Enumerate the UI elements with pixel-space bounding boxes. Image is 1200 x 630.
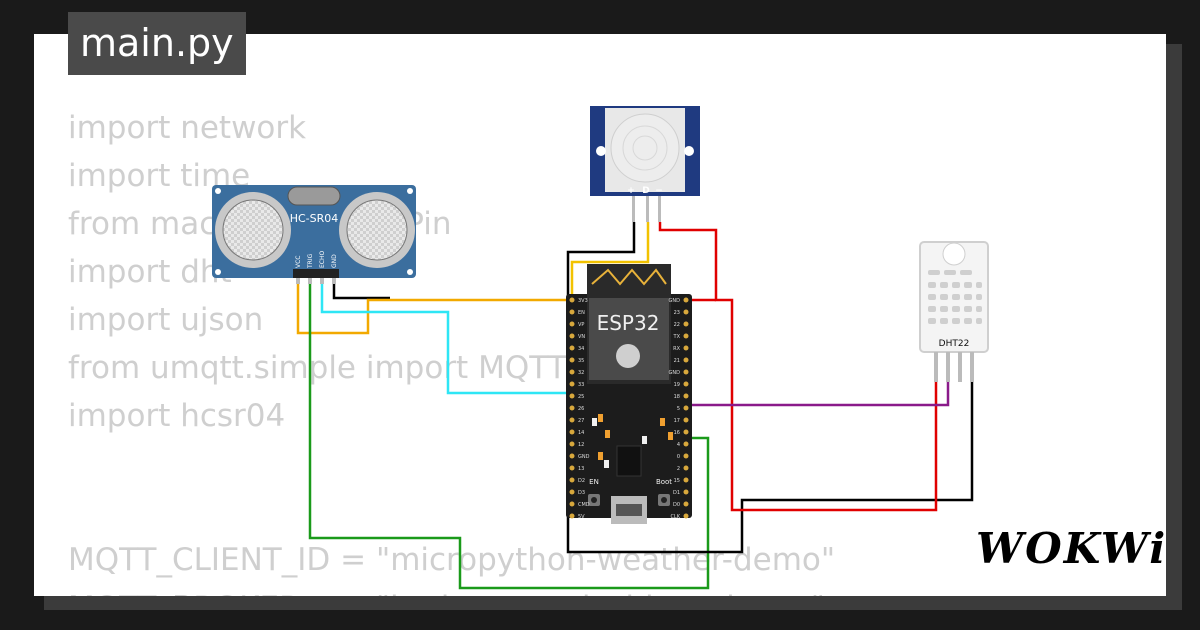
esp32-pin-label: 12 (578, 442, 584, 448)
code-line: import ujson (68, 302, 264, 338)
esp32-pin-label: 17 (674, 418, 680, 424)
pin-label: TRIG (307, 253, 314, 269)
wokwi-logo: WOKWi (976, 524, 1168, 573)
esp32-pin-label: EN (578, 310, 585, 316)
esp32-pin-label: 22 (674, 322, 680, 328)
wire-pir-black (566, 222, 974, 554)
esp32-pin-label: 35 (578, 358, 584, 364)
esp32-pin-label: 13 (578, 466, 584, 472)
esp32-pin-label: GND (669, 370, 681, 376)
file-tab[interactable]: main.py (68, 12, 246, 75)
esp32-label: ESP32 (597, 311, 660, 335)
esp32-pin-label: TX (673, 334, 681, 340)
wire-black (332, 282, 390, 300)
esp32-pin-label: 16 (674, 430, 680, 436)
esp32-pin-label: VP (578, 322, 584, 328)
esp32-pin-label: 34 (578, 346, 584, 352)
esp32-pin-label: D2 (578, 478, 585, 484)
wires (296, 222, 974, 590)
esp32-pin-label: D1 (673, 490, 680, 496)
dht22-sensor[interactable]: DHT22 (919, 241, 989, 382)
pin-label: ECHO (319, 251, 326, 268)
esp32-pin-label: 0 (677, 454, 680, 460)
wire-pir-red (658, 222, 938, 512)
esp32-pin-label: 21 (674, 358, 680, 364)
pir-pin-label: + (627, 186, 635, 196)
esp32-pin-label: 18 (674, 394, 680, 400)
esp32-pin-label: 5V (578, 514, 585, 520)
esp32-pin-label: GND (669, 298, 681, 304)
esp32-pin-label: 15 (674, 478, 680, 484)
esp32-pin-label: 4 (677, 442, 680, 448)
wire-purple (684, 382, 950, 407)
boot-label: Boot (656, 478, 672, 486)
pir-pin-label: D (642, 186, 649, 196)
esp32-pin-label: D3 (578, 490, 585, 496)
esp32-pin-label: 32 (578, 370, 584, 376)
esp32-pin-label: 19 (674, 382, 680, 388)
pin-label: GND (331, 254, 338, 268)
esp32-board[interactable]: ESP32 EN Boot 3V3ENVPVN34353233252627141… (566, 264, 692, 524)
ultrasonic-sensor[interactable]: HC-SR04 VCC TRIG ECHO GND (212, 185, 416, 284)
wire-orange (296, 282, 572, 335)
pir-pin-label: − (655, 186, 663, 196)
esp32-pin-label: GND (578, 454, 590, 460)
ultrasonic-label: HC-SR04 (290, 212, 339, 225)
esp32-pin-label: 25 (578, 394, 584, 400)
esp32-pin-label: D0 (673, 502, 680, 508)
esp32-pin-label: CLK (670, 514, 680, 520)
esp32-pin-label: 23 (674, 310, 680, 316)
esp32-pin-label: RX (673, 346, 680, 352)
code-line: import time (68, 158, 251, 194)
esp32-pin-label: 33 (578, 382, 584, 388)
esp32-pin-label: 27 (578, 418, 584, 424)
esp32-pin-label: 14 (578, 430, 584, 436)
wire-green (308, 282, 710, 590)
pir-sensor[interactable]: + D − (590, 106, 700, 222)
esp32-pin-label: CMD (578, 502, 590, 508)
code-line: import hcsr04 (68, 398, 286, 434)
esp32-pin-label: 26 (578, 406, 584, 412)
pin-label: VCC (295, 256, 302, 268)
esp32-pin-label: 2 (677, 466, 680, 472)
code-line: MQTT_BROKER = "broker.mqttdashboard.com" (68, 584, 835, 596)
wire-cyan (320, 282, 684, 395)
esp32-pin-label: 3V3 (578, 298, 588, 304)
esp32-pin-label: VN (578, 334, 585, 340)
code-line: import dht (68, 254, 232, 290)
esp32-pin-label: 5 (677, 406, 680, 412)
code-line: MQTT_CLIENT_ID = "micropython-weather-de… (68, 542, 836, 578)
dht-label: DHT22 (939, 339, 970, 349)
code-line: import network (68, 110, 307, 146)
en-label: EN (589, 478, 599, 486)
